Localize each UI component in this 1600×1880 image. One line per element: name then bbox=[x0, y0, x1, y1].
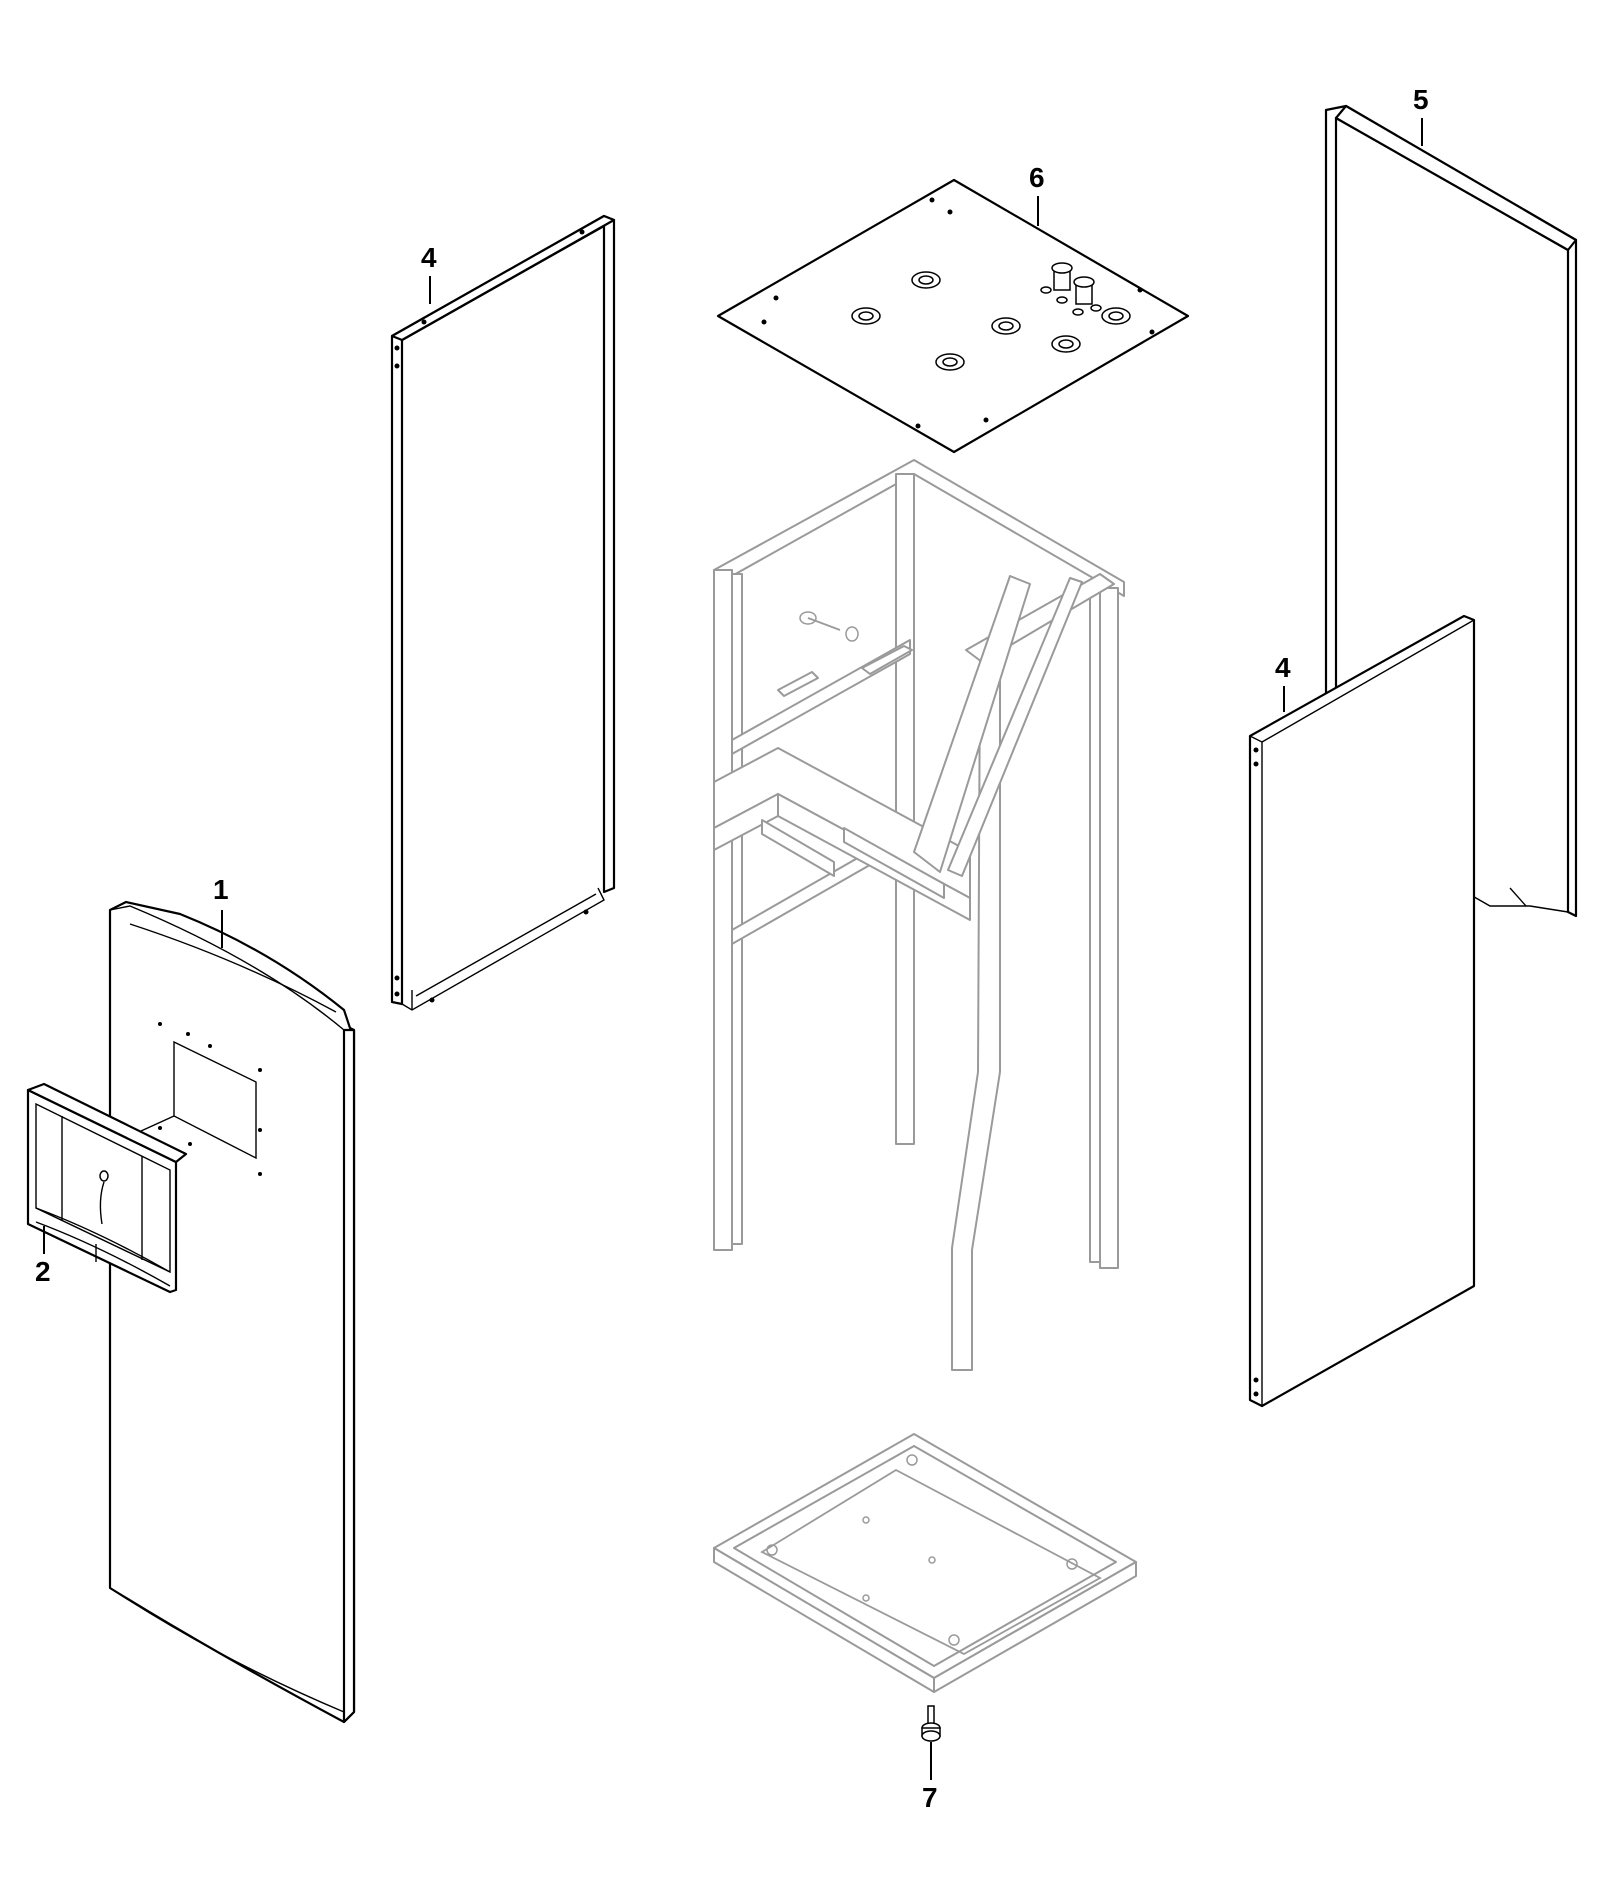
callout-2: 2 bbox=[35, 1256, 51, 1287]
adjustable-foot bbox=[921, 1705, 941, 1742]
front-panel bbox=[108, 900, 356, 1724]
side-panel-right bbox=[1248, 614, 1476, 1408]
base-tray bbox=[713, 1433, 1137, 1693]
callout-7: 7 bbox=[922, 1782, 938, 1813]
leader-lines bbox=[43, 118, 1423, 1780]
control-panel-cover bbox=[26, 1082, 188, 1294]
callout-6: 6 bbox=[1029, 162, 1045, 193]
callout-5: 5 bbox=[1413, 84, 1429, 115]
side-panel-left bbox=[390, 214, 616, 1011]
callout-4-left: 4 bbox=[421, 242, 437, 273]
support-frame bbox=[713, 459, 1125, 1371]
top-cover bbox=[716, 178, 1190, 454]
callout-1: 1 bbox=[213, 874, 229, 905]
callout-4-right: 4 bbox=[1275, 652, 1291, 683]
